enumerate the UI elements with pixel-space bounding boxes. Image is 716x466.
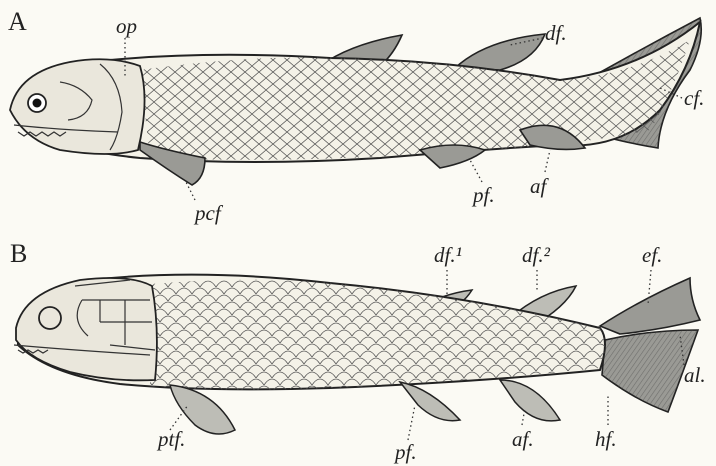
label-af: af — [530, 174, 550, 198]
panel-a-pupil — [33, 99, 42, 108]
label-df2: df.² — [522, 243, 551, 267]
panel-a-pelvic-fin — [420, 145, 485, 168]
label-df1: df.¹ — [434, 243, 462, 267]
label-ptf: ptf. — [156, 427, 185, 451]
label-pf-b: pf. — [393, 440, 417, 464]
leader-af — [545, 150, 550, 172]
label-op: op — [116, 14, 137, 38]
panel-b-scales — [150, 280, 605, 390]
label-pf: pf. — [471, 183, 495, 207]
panel-b-eye-icon — [39, 307, 61, 329]
label-ef: ef. — [642, 243, 662, 267]
panel-a-second-dorsal-fin — [455, 34, 545, 70]
label-al: al. — [684, 363, 706, 387]
panel-b-upper-tail-lobe — [600, 278, 700, 334]
panel-b-pelvic-fin — [400, 382, 460, 421]
panel-a: A op df. cf. af pf. — [8, 7, 704, 225]
panel-b-head — [16, 278, 157, 380]
panel-a-letter: A — [8, 7, 27, 36]
leader-pf — [470, 160, 482, 182]
label-pcf: pcf — [193, 201, 224, 225]
panel-b-anal-fin — [500, 380, 560, 421]
label-df: df. — [545, 21, 567, 45]
label-af-b: af. — [512, 427, 534, 451]
panel-b: B df.¹ df.² ef. al. hf. a — [10, 239, 706, 464]
panel-b-letter: B — [10, 239, 27, 268]
leader-pf-b — [408, 405, 415, 440]
label-hf: hf. — [595, 427, 617, 451]
label-cf: cf. — [684, 86, 704, 110]
